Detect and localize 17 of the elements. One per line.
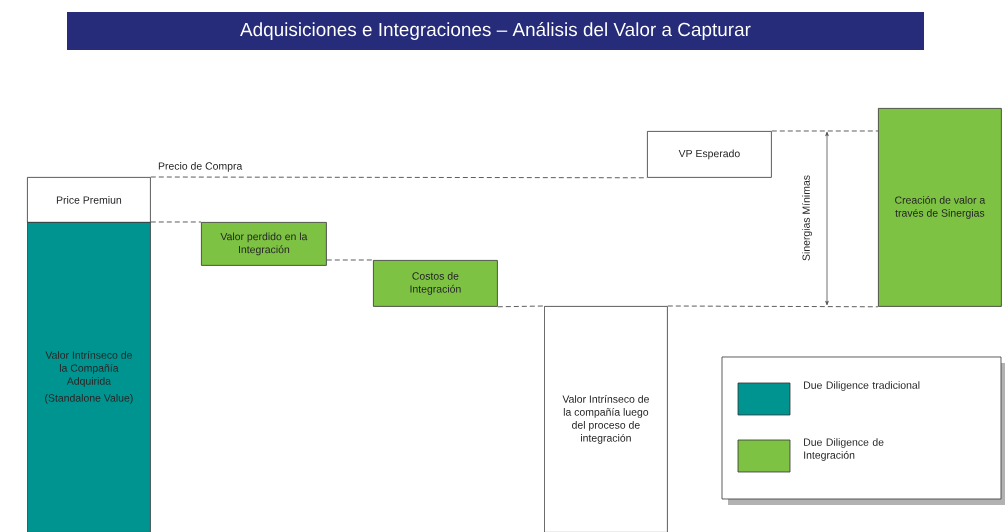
value-bar: Costos de Integración (373, 260, 498, 307)
legend-label: Due Diligence tradicional (804, 381, 920, 391)
guide-line (150, 221, 202, 223)
value-box: Valor Intrínseco de la compañía luego del proceso de integración (544, 306, 668, 532)
title-banner: Adquisiciones e Integraciones – Análisis del Valor a Capturar (67, 12, 924, 50)
value-box: Price Premiun (27, 177, 151, 223)
value-box: VP Esperado (647, 131, 772, 178)
edge-label: Precio de Compra (158, 162, 243, 172)
guide-line (667, 305, 879, 308)
value-bar: Valor perdido en la Integración (201, 222, 327, 266)
value-bar: Valor Intrínseco de la Compañía Adquirida (Standalone Value) (27, 222, 151, 532)
dimension-label: Sinergias Mínimas (802, 175, 812, 261)
guide-line (771, 130, 879, 132)
guide-line (497, 305, 545, 308)
guide-line (326, 259, 374, 261)
legend-label: Due Diligence de Integración (804, 438, 884, 461)
value-bar: Creación de valor a través de Sinergias (878, 108, 1002, 307)
